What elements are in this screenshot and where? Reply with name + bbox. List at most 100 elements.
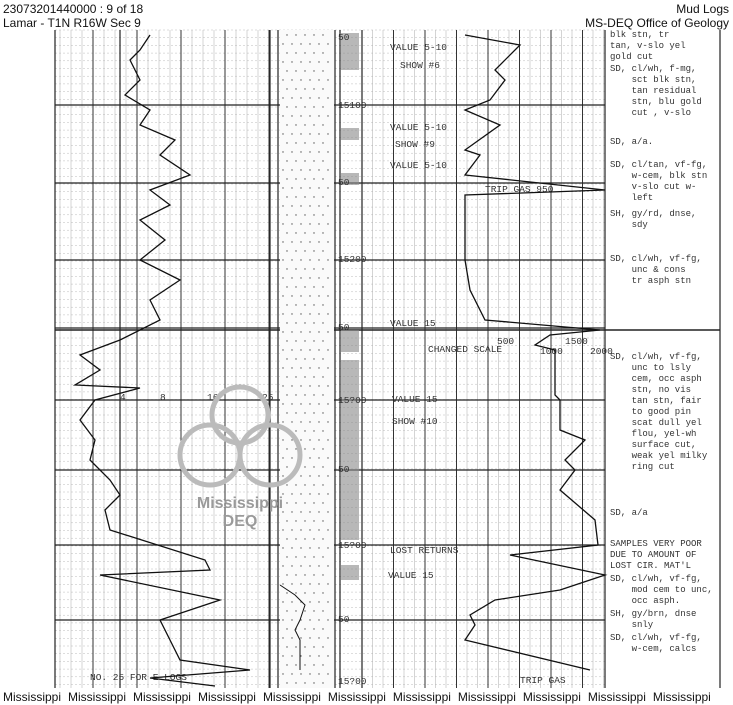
sand-dot bbox=[291, 493, 293, 495]
lithology-description: SD, cl/wh, vf-fg, unc to lsly cem, occ a… bbox=[610, 352, 708, 472]
sand-dot bbox=[282, 205, 284, 207]
sand-dot bbox=[300, 151, 302, 153]
sand-dot bbox=[291, 79, 293, 81]
sand-dot bbox=[304, 88, 306, 90]
sand-dot bbox=[300, 547, 302, 549]
sand-dot bbox=[313, 304, 315, 306]
sand-dot bbox=[300, 637, 302, 639]
sand-dot bbox=[322, 52, 324, 54]
mdeq-logo-icon bbox=[177, 384, 303, 488]
sand-dot bbox=[291, 547, 293, 549]
sand-dot bbox=[304, 34, 306, 36]
sand-dot bbox=[318, 349, 320, 351]
sand-dot bbox=[300, 277, 302, 279]
sand-dot bbox=[327, 403, 329, 405]
sand-dot bbox=[300, 493, 302, 495]
sand-dot bbox=[295, 34, 297, 36]
sand-dot bbox=[309, 367, 311, 369]
sand-dot bbox=[282, 529, 284, 531]
sand-dot bbox=[291, 97, 293, 99]
sand-dot bbox=[282, 475, 284, 477]
sand-dot bbox=[322, 610, 324, 612]
depth-label: 15200 bbox=[338, 254, 367, 265]
sand-dot bbox=[327, 43, 329, 45]
drill-rate-scale-label: 8 bbox=[160, 392, 166, 403]
sand-dot bbox=[286, 34, 288, 36]
drill-annotation: NO. 25 FOR E-LOGS bbox=[90, 672, 187, 683]
sand-dot bbox=[295, 610, 297, 612]
gas-scale-label: 1000 bbox=[540, 346, 563, 357]
sand-dot bbox=[300, 511, 302, 513]
sand-dot bbox=[322, 646, 324, 648]
sand-dot bbox=[295, 214, 297, 216]
sand-dot bbox=[286, 106, 288, 108]
sand-dot bbox=[304, 394, 306, 396]
sand-dot bbox=[327, 79, 329, 81]
lithology-shade bbox=[341, 360, 359, 540]
sand-dot bbox=[313, 610, 315, 612]
sand-dot bbox=[309, 583, 311, 585]
sand-dot bbox=[304, 664, 306, 666]
sand-dot bbox=[309, 493, 311, 495]
sand-dot bbox=[313, 142, 315, 144]
sand-dot bbox=[300, 475, 302, 477]
sand-dot bbox=[282, 313, 284, 315]
sand-dot bbox=[286, 232, 288, 234]
sand-dot bbox=[327, 457, 329, 459]
lithology-description: SAMPLES VERY POOR DUE TO AMOUNT OF LOST … bbox=[610, 539, 702, 571]
footer-text: Mississippi bbox=[3, 690, 62, 704]
sand-dot bbox=[322, 430, 324, 432]
sand-dot bbox=[318, 421, 320, 423]
sand-dot bbox=[304, 196, 306, 198]
sand-dot bbox=[313, 376, 315, 378]
sand-dot bbox=[313, 322, 315, 324]
sand-dot bbox=[322, 322, 324, 324]
gas-curve bbox=[463, 34, 608, 671]
lithology-description: SD, cl/wh, vf-fg, w-cem, calcs bbox=[610, 633, 702, 654]
sand-dot bbox=[304, 268, 306, 270]
sand-dot bbox=[300, 295, 302, 297]
sand-dot bbox=[322, 124, 324, 126]
depth-label: 15?00 bbox=[338, 676, 367, 687]
sand-dot bbox=[322, 70, 324, 72]
sand-dot bbox=[327, 601, 329, 603]
sand-dot bbox=[309, 421, 311, 423]
sand-dot bbox=[327, 655, 329, 657]
sand-dot bbox=[313, 430, 315, 432]
sand-dot bbox=[291, 367, 293, 369]
sand-dot bbox=[313, 646, 315, 648]
lithology-shade bbox=[341, 33, 359, 70]
sand-dot bbox=[282, 97, 284, 99]
sand-dot bbox=[300, 79, 302, 81]
sand-dot bbox=[327, 637, 329, 639]
sand-dot bbox=[322, 484, 324, 486]
sand-dot bbox=[322, 268, 324, 270]
sand-dot bbox=[295, 394, 297, 396]
sand-dot bbox=[322, 394, 324, 396]
sand-dot bbox=[309, 187, 311, 189]
sand-dot bbox=[309, 151, 311, 153]
sand-dot bbox=[304, 142, 306, 144]
lithology-description: SD, cl/wh, vf-fg, mod cem to unc, occ as… bbox=[610, 574, 713, 606]
sand-dot bbox=[300, 529, 302, 531]
sand-dot bbox=[304, 340, 306, 342]
sand-dot bbox=[286, 322, 288, 324]
sand-dot bbox=[313, 358, 315, 360]
document-id: 23073201440000 : 9 of 18 bbox=[3, 2, 144, 16]
sand-dot bbox=[309, 637, 311, 639]
sand-dot bbox=[313, 160, 315, 162]
sand-dot bbox=[282, 673, 284, 675]
sand-dot bbox=[282, 637, 284, 639]
sand-dot bbox=[295, 412, 297, 414]
sand-dot bbox=[322, 520, 324, 522]
sand-dot bbox=[282, 187, 284, 189]
sand-dot bbox=[304, 502, 306, 504]
depth-label: 50 bbox=[338, 32, 350, 43]
office-name: MS-DEQ Office of Geology bbox=[585, 16, 729, 30]
sand-dot bbox=[304, 124, 306, 126]
sand-dot bbox=[304, 178, 306, 180]
sand-dot bbox=[304, 358, 306, 360]
sand-dot bbox=[304, 592, 306, 594]
sand-dot bbox=[291, 241, 293, 243]
sand-dot bbox=[318, 511, 320, 513]
